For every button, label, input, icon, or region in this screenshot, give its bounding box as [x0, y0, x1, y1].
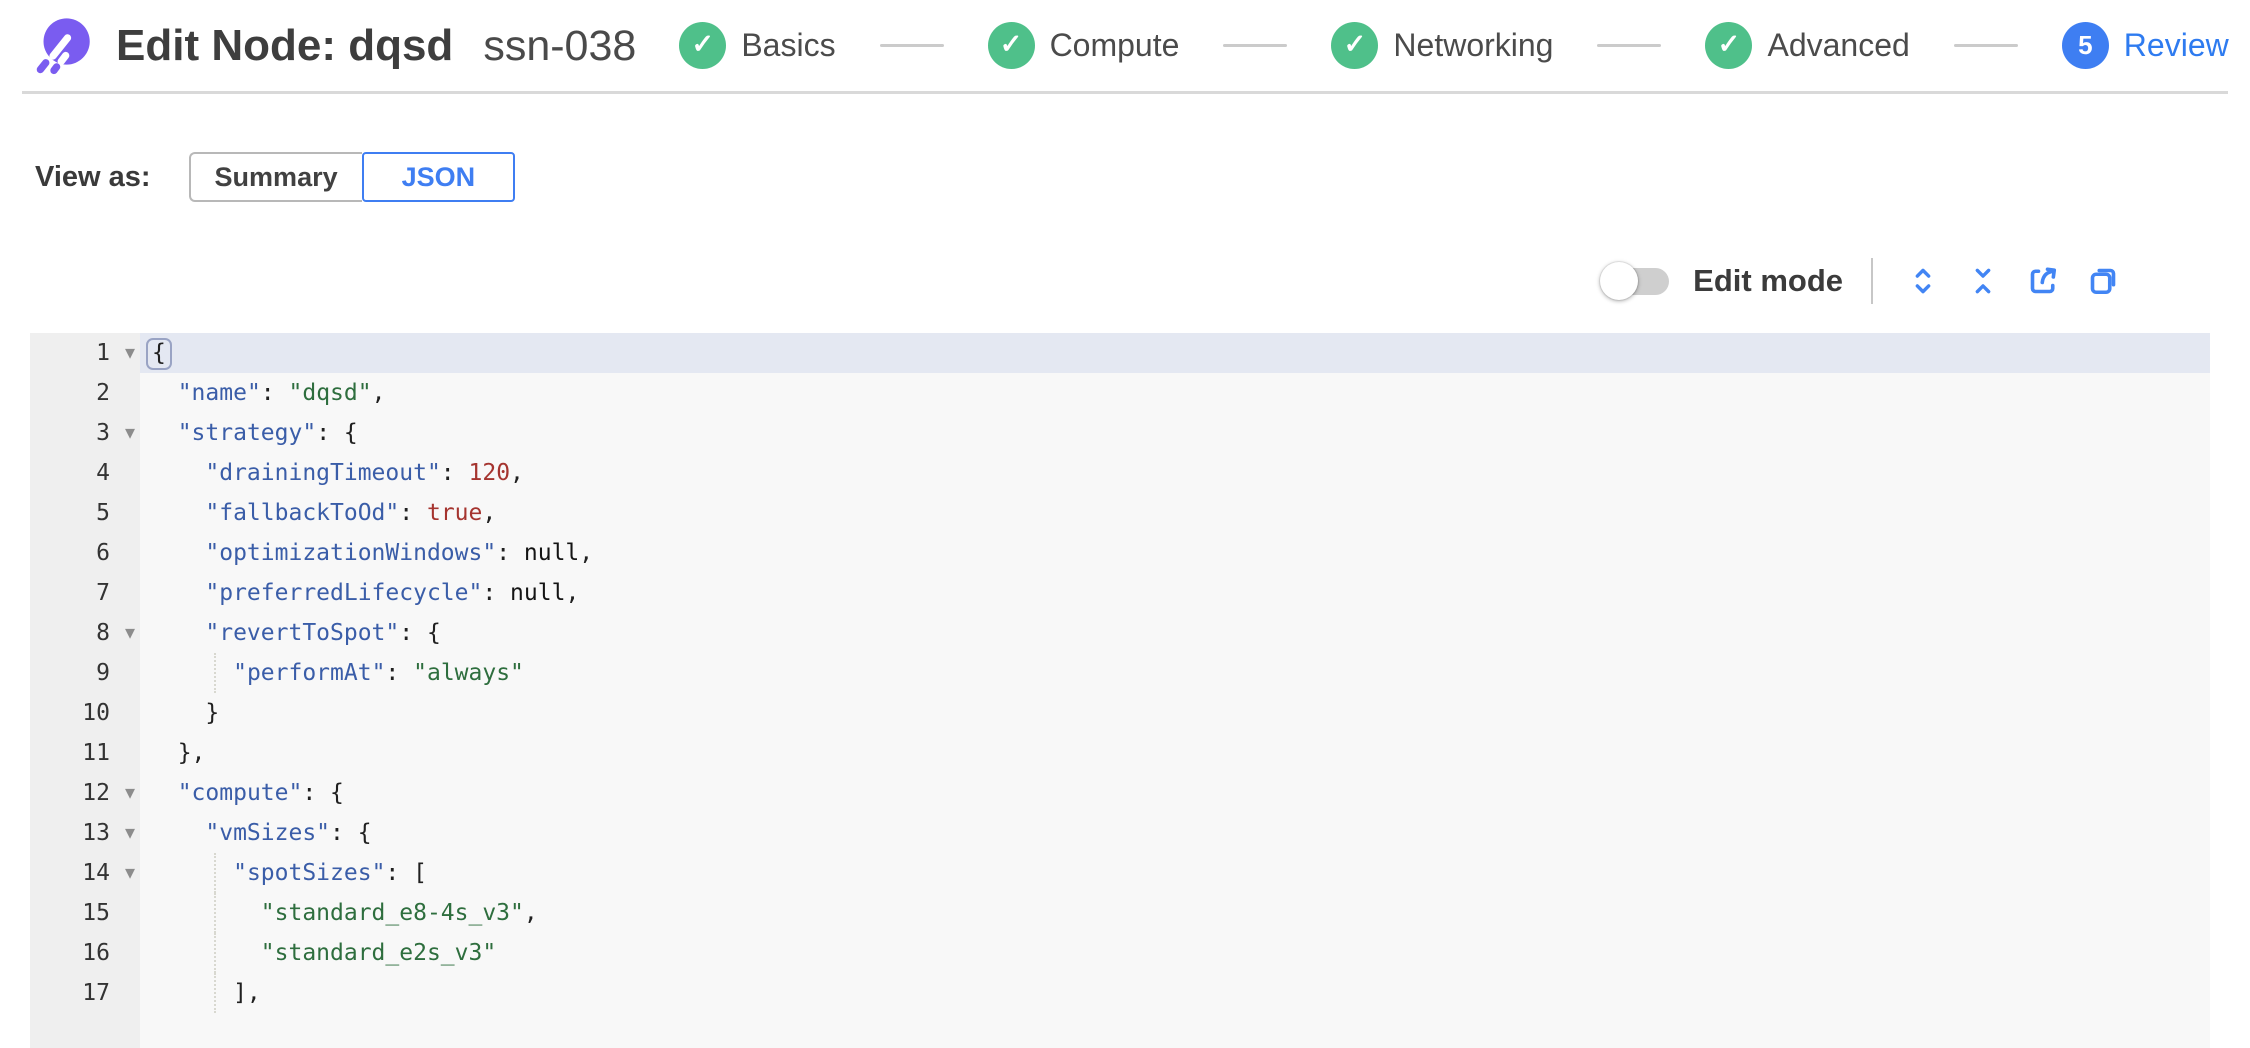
indent-guide — [214, 973, 216, 1013]
line-number: 12▾ — [30, 773, 140, 813]
line-number: 10 — [82, 700, 110, 726]
step-connector — [879, 44, 944, 47]
line-number: 3▾ — [30, 413, 140, 453]
fold-arrow-icon[interactable]: ▾ — [124, 780, 135, 804]
line-number: 6 — [96, 540, 110, 566]
step-check-circle: ✓ — [1705, 22, 1753, 69]
step-label: Compute — [1049, 27, 1180, 63]
export-icon[interactable] — [2021, 259, 2065, 303]
step-check-circle: ✓ — [679, 22, 727, 69]
step-check-circle: ✓ — [1331, 22, 1379, 69]
toolbar-divider — [1871, 258, 1873, 304]
step-compute[interactable]: ✓ Compute — [987, 22, 1180, 69]
code-line: "preferredLifecycle": null, — [205, 580, 580, 606]
edit-mode-label: Edit mode — [1693, 263, 1843, 298]
wizard-stepper: ✓ Basics ✓ Compute ✓ Networking ✓ Advanced 5 Revi… — [679, 22, 2229, 69]
editor-code: { "name": "dqsd", "strategy": { "drainin… — [140, 333, 2210, 1048]
line-number: 1▾ — [30, 333, 140, 373]
page-title: Edit Node: dqsd — [116, 20, 454, 70]
fold-arrow-icon[interactable]: ▾ — [124, 820, 135, 844]
line-number: 16 — [82, 940, 110, 966]
indent-guide — [214, 653, 216, 693]
step-networking[interactable]: ✓ Networking — [1331, 22, 1553, 69]
code-line: "standard_e8-4s_v3", — [150, 893, 2210, 933]
fold-arrow-icon[interactable]: ▾ — [124, 340, 135, 364]
code-line: "drainingTimeout": 120, — [205, 460, 524, 486]
indent-guide — [214, 933, 216, 973]
step-label: Advanced — [1767, 27, 1910, 63]
spot-logo-icon — [36, 17, 90, 74]
code-line: } — [150, 700, 220, 726]
step-review[interactable]: 5 Review — [2061, 22, 2229, 69]
step-label: Basics — [741, 27, 836, 63]
code-line: "standard_e2s_v3" — [150, 933, 2210, 973]
code-line: "spotSizes": [ — [150, 853, 2210, 893]
check-icon: ✓ — [1343, 29, 1367, 59]
code-line: "fallbackToOd": true, — [205, 500, 497, 526]
line-number: 9 — [96, 660, 110, 686]
toggle-knob — [1600, 261, 1639, 300]
expand-all-icon[interactable] — [1901, 259, 1945, 303]
code-line: "vmSizes": { — [205, 820, 372, 846]
indent-guide — [214, 893, 216, 933]
step-basics[interactable]: ✓ Basics — [679, 22, 836, 69]
step-connector — [1953, 44, 2018, 47]
node-id-clip: ssn-038 — [483, 15, 679, 77]
check-icon: ✓ — [691, 29, 715, 59]
code-line: "compute": { — [177, 780, 344, 806]
line-number: 15 — [82, 900, 110, 926]
line-number: 7 — [96, 580, 110, 606]
fold-arrow-icon[interactable]: ▾ — [124, 420, 135, 444]
view-toggle-group: Summary JSON — [188, 152, 516, 202]
line-number: 4 — [96, 460, 110, 486]
code-line: "name": "dqsd", — [177, 380, 386, 406]
node-id: ssn-038 — [483, 21, 637, 70]
step-label: Review — [2123, 27, 2229, 63]
line-number: 14▾ — [30, 853, 140, 893]
code-line: "performAt": "always" — [150, 653, 2210, 693]
header: Edit Node: dqsd ssn-038 ✓Basics✓Compute✓… — [22, 0, 2229, 94]
step-connector — [1597, 44, 1662, 47]
line-number: 5 — [96, 500, 110, 526]
step-number: 5 — [2078, 30, 2093, 60]
collapse-all-icon[interactable] — [1961, 259, 2005, 303]
view-summary-button[interactable]: Summary — [188, 152, 362, 202]
editor-toolbar: Edit mode — [1600, 256, 2125, 306]
line-number: 13▾ — [30, 813, 140, 853]
line-number: 2 — [96, 380, 110, 406]
code-line: "strategy": { — [177, 420, 358, 446]
view-json-button[interactable]: JSON — [361, 152, 516, 202]
line-number: 17 — [82, 980, 110, 1006]
step-number-circle: 5 — [2061, 22, 2109, 69]
line-number: 8▾ — [30, 613, 140, 653]
step-advanced[interactable]: ✓ Advanced — [1705, 22, 1910, 69]
fold-arrow-icon[interactable]: ▾ — [124, 860, 135, 884]
step-connector — [1223, 44, 1288, 47]
check-icon: ✓ — [1717, 29, 1741, 59]
fold-arrow-icon[interactable]: ▾ — [124, 620, 135, 644]
line-number: 11 — [82, 740, 110, 766]
indent-guide — [214, 853, 216, 893]
json-editor[interactable]: 1▾ 2 3▾ 4 5 6 7 8▾ 9 10 11 12▾13▾14▾ 15 16 17 { "name"… — [30, 333, 2210, 1048]
code-line: }, — [150, 740, 206, 766]
code-line: "optimizationWindows": null, — [205, 540, 594, 566]
view-as-row: View as: Summary JSON — [35, 152, 516, 202]
edit-mode-toggle[interactable] — [1600, 261, 1670, 300]
code-line: ], — [150, 973, 2210, 1013]
code-line: "revertToSpot": { — [205, 620, 441, 646]
code-line: { — [140, 333, 2210, 373]
copy-icon[interactable] — [2081, 259, 2125, 303]
editor-gutter: 1▾ 2 3▾ 4 5 6 7 8▾ 9 10 11 12▾13▾14▾ 15 16 17 — [30, 333, 140, 1048]
step-label: Networking — [1393, 27, 1554, 63]
view-as-label: View as: — [35, 160, 151, 193]
check-icon: ✓ — [999, 29, 1023, 59]
step-check-circle: ✓ — [987, 22, 1035, 69]
